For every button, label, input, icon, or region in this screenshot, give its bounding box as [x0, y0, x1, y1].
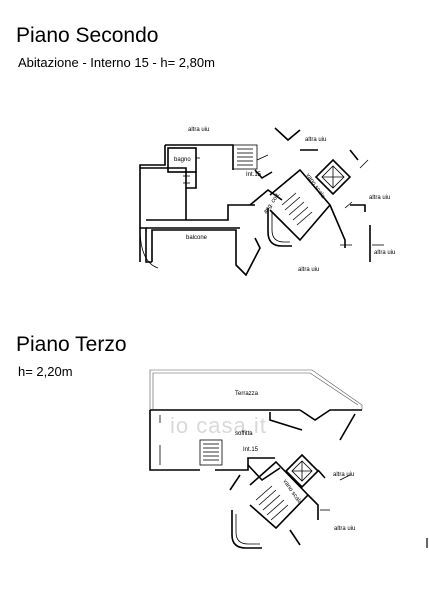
label-balcone: balcone — [186, 235, 208, 241]
floor-subtitle-second: Abitazione - Interno 15 - h= 2,80m — [18, 55, 215, 70]
elevator-second — [314, 158, 352, 196]
stair-upper — [237, 148, 253, 166]
label-altra-uiu: altra uiu — [298, 267, 319, 273]
stair-main-second — [281, 192, 313, 226]
label-altra-uiu: altra uiu — [333, 472, 354, 478]
stair-main-third — [255, 485, 289, 521]
watermark-logo: io casa.it — [170, 413, 267, 438]
label-altra-uiu: altra uiu — [374, 250, 395, 256]
elevator-third — [284, 453, 320, 489]
label-terrazza: Terrazza — [235, 391, 259, 397]
floor-title-second: Piano Secondo — [16, 24, 159, 47]
label-int15: Int.15 — [246, 172, 262, 178]
floor-title-third: Piano Terzo — [16, 333, 127, 356]
label-bagno: bagno — [174, 157, 191, 163]
label-vano-scala: vano scala — [281, 479, 303, 506]
label-soffitta: soffitta — [235, 431, 253, 437]
floor-subtitle-third: h= 2,20m — [18, 364, 73, 379]
label-altra-uiu: altra uiu — [188, 127, 209, 133]
label-int15: Int.15 — [243, 447, 259, 453]
label-altra-uiu: altra uiu — [305, 137, 326, 143]
second-floor-plan: altra uiu altra uiu altra uiu altra uiu … — [139, 127, 395, 277]
label-altra-uiu: altra uiu — [334, 526, 355, 532]
label-altra-uiu: altra uiu — [369, 195, 390, 201]
third-floor-plan: Terrazza soffitta Int.15 vano scala altr… — [149, 369, 363, 549]
stair-upper-third — [203, 443, 219, 461]
